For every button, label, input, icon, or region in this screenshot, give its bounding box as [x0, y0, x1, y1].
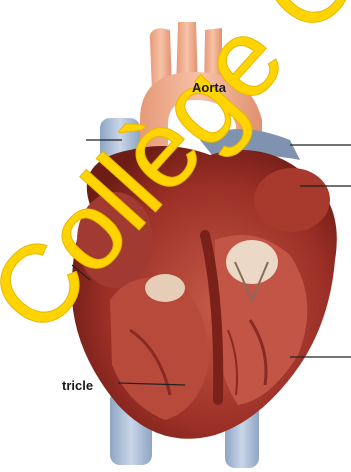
left-atrium: [254, 168, 330, 232]
mitral-valve: [226, 240, 278, 284]
ventricle-label: tricle: [62, 378, 93, 393]
aorta-label: Aorta: [192, 80, 226, 95]
tricuspid-valve: [145, 274, 185, 302]
